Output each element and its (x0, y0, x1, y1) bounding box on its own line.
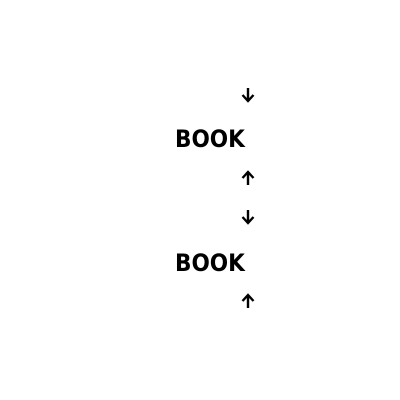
book-label: BOOK (175, 125, 245, 153)
arrow-up-icon (239, 292, 257, 310)
book-label: BOOK (175, 249, 245, 277)
arrow-down-icon (239, 86, 257, 104)
arrow-down-icon (239, 208, 257, 226)
arrow-up-icon (239, 169, 257, 187)
